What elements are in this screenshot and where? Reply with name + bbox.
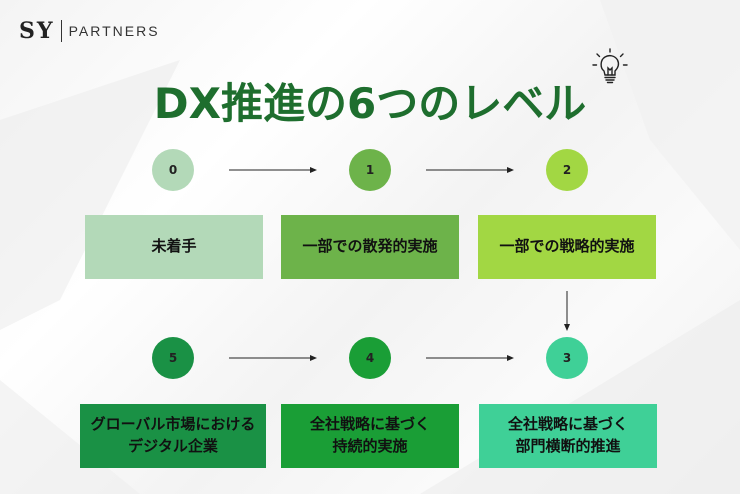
level-4-circle: 4 [349,337,391,379]
level-2-circle: 2 [546,149,588,191]
page-title: DX推進の6つのレベル [153,79,587,128]
lightbulb-icon [592,48,628,84]
level-5-box: グローバル市場における デジタル企業 [80,404,266,468]
level-0-box: 未着手 [85,215,263,279]
level-2-box: 一部での戦略的実施 [478,215,656,279]
arrow-5-to-4 [229,355,317,361]
level-0-circle: 0 [152,149,194,191]
logo-divider [60,20,62,42]
arrow-2-to-3 [564,291,570,331]
level-1-box: 一部での散発的実施 [281,215,459,279]
company-logo: SY PARTNERS [19,18,160,44]
level-3-circle: 3 [546,337,588,379]
arrow-4-to-3 [426,355,514,361]
arrow-0-to-1 [229,167,317,173]
arrow-1-to-2 [426,167,514,173]
level-3-box: 全社戦略に基づく 部門横断的推進 [479,404,657,468]
level-4-box: 全社戦略に基づく 持続的実施 [281,404,459,468]
level-1-circle: 1 [349,149,391,191]
level-5-circle: 5 [152,337,194,379]
logo-text: PARTNERS [68,23,160,39]
logo-mark: SY [19,18,55,44]
